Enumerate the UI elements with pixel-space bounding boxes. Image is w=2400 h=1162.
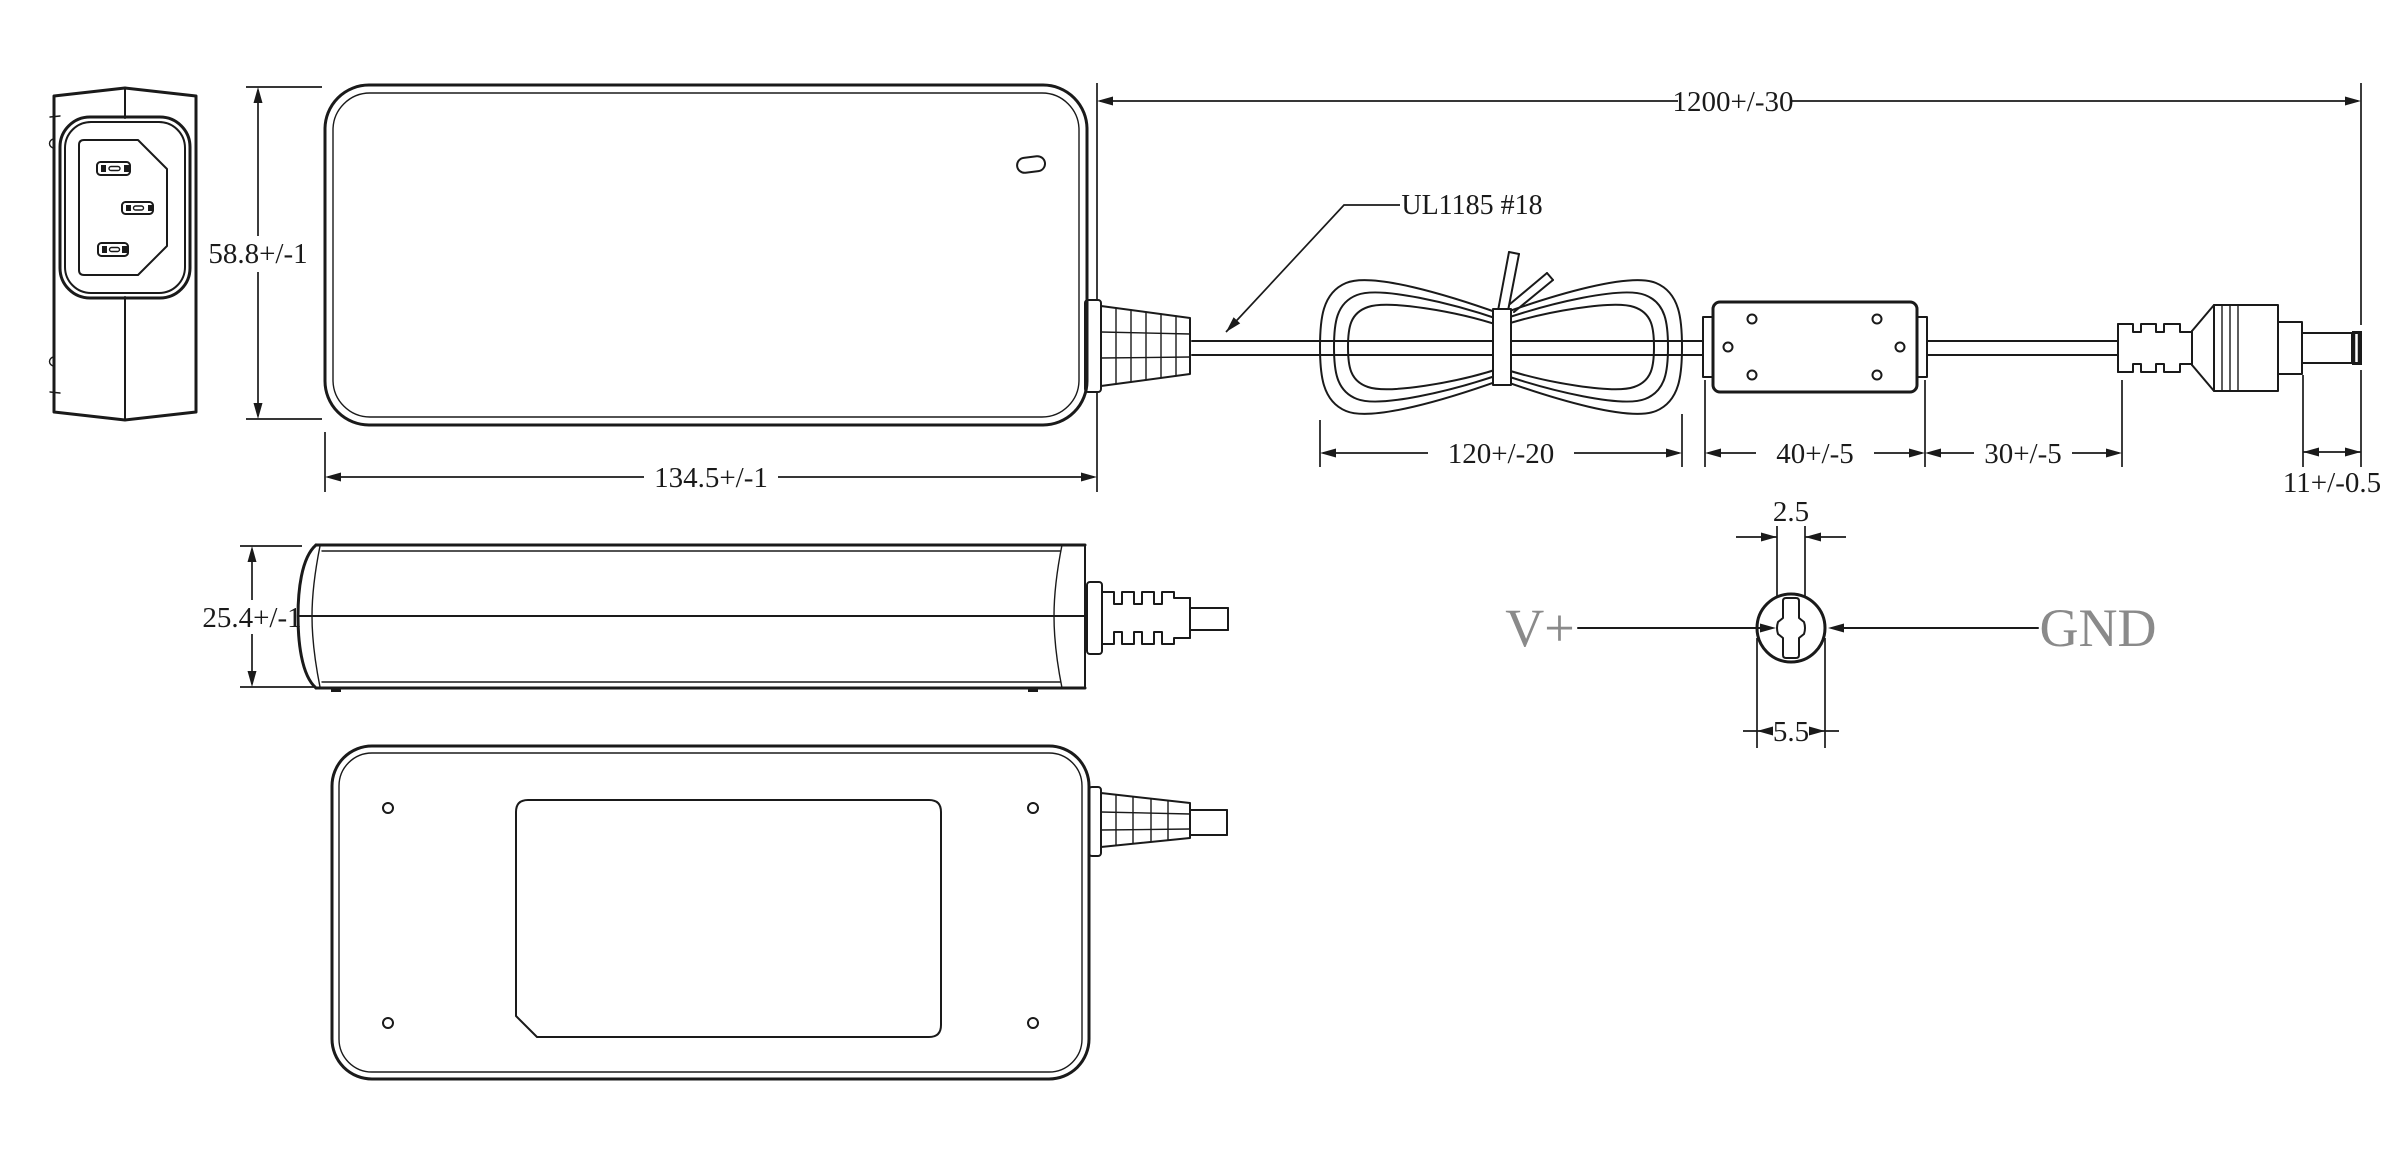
dim-barrel-od: 5.5 bbox=[1743, 638, 1839, 748]
dim-pin-hole: 2.5 bbox=[1736, 496, 1846, 596]
dim-body-length-label: 134.5+/-1 bbox=[654, 462, 768, 494]
led-indicator bbox=[1016, 155, 1047, 174]
inlet-pin-slot bbox=[96, 161, 131, 176]
polarity-negative-label: GND bbox=[2040, 598, 2157, 658]
inlet-pin-slot bbox=[121, 201, 154, 215]
dim-ferrite: 40+/-5 bbox=[1704, 380, 1926, 470]
side-view-strain-relief bbox=[1086, 581, 1229, 655]
dim-body-thickness-label: 25.4+/-1 bbox=[202, 602, 301, 634]
inlet-pin-slot bbox=[97, 242, 129, 257]
dim-plug-barrel-label: 11+/-0.5 bbox=[2283, 467, 2381, 499]
center-pin-hole bbox=[1776, 597, 1806, 659]
dim-cable-length-label: 1200+/-30 bbox=[1672, 86, 1793, 118]
bottom-view-strain-relief bbox=[1088, 786, 1228, 857]
plug-polarity-view: 2.5 5.5 V+ GND bbox=[1505, 496, 2157, 748]
adapter-top-view bbox=[323, 83, 1191, 427]
dim-body-height: 58.8+/-1 bbox=[208, 86, 322, 420]
dim-cable-length: 1200+/-30 bbox=[1096, 83, 2362, 467]
polarity-positive-callout: V+ bbox=[1505, 598, 1776, 658]
label-area bbox=[515, 799, 942, 1038]
dim-barrel-od-label: 5.5 bbox=[1773, 716, 1809, 748]
dim-coil-bundle-label: 120+/-20 bbox=[1448, 438, 1555, 470]
polarity-positive-label: V+ bbox=[1505, 598, 1574, 658]
cable-coil bbox=[1319, 251, 1683, 415]
plug-strain-relief bbox=[2117, 323, 2193, 373]
cable-tie bbox=[1492, 251, 1554, 386]
dim-body-thickness: 25.4+/-1 bbox=[202, 545, 316, 688]
dim-plug-barrel: 11+/-0.5 bbox=[2283, 375, 2381, 499]
cable-spec-callout: UL1185 #18 bbox=[1225, 190, 1543, 333]
dim-pin-hole-label: 2.5 bbox=[1773, 496, 1809, 528]
adapter-side-view bbox=[296, 543, 1229, 692]
iec-inlet-front-view bbox=[48, 86, 198, 422]
dim-plug-lead-label: 30+/-5 bbox=[1984, 438, 2062, 470]
ferrite-bead bbox=[1702, 300, 1928, 394]
top-view-strain-relief bbox=[1084, 299, 1191, 393]
dim-ferrite-label: 40+/-5 bbox=[1776, 438, 1854, 470]
polarity-negative-callout: GND bbox=[1828, 598, 2157, 658]
dc-plug bbox=[2117, 304, 2362, 392]
dim-body-length: 134.5+/-1 bbox=[324, 392, 1098, 494]
cable-spec-label: UL1185 #18 bbox=[1401, 190, 1542, 221]
dim-body-height-label: 58.8+/-1 bbox=[208, 238, 307, 270]
adapter-bottom-view bbox=[330, 744, 1228, 1081]
plug-barrel bbox=[2301, 332, 2353, 364]
output-cable bbox=[1191, 340, 2119, 356]
dim-plug-lead: 30+/-5 bbox=[1925, 380, 2123, 470]
dim-coil-bundle: 120+/-20 bbox=[1319, 414, 1683, 470]
